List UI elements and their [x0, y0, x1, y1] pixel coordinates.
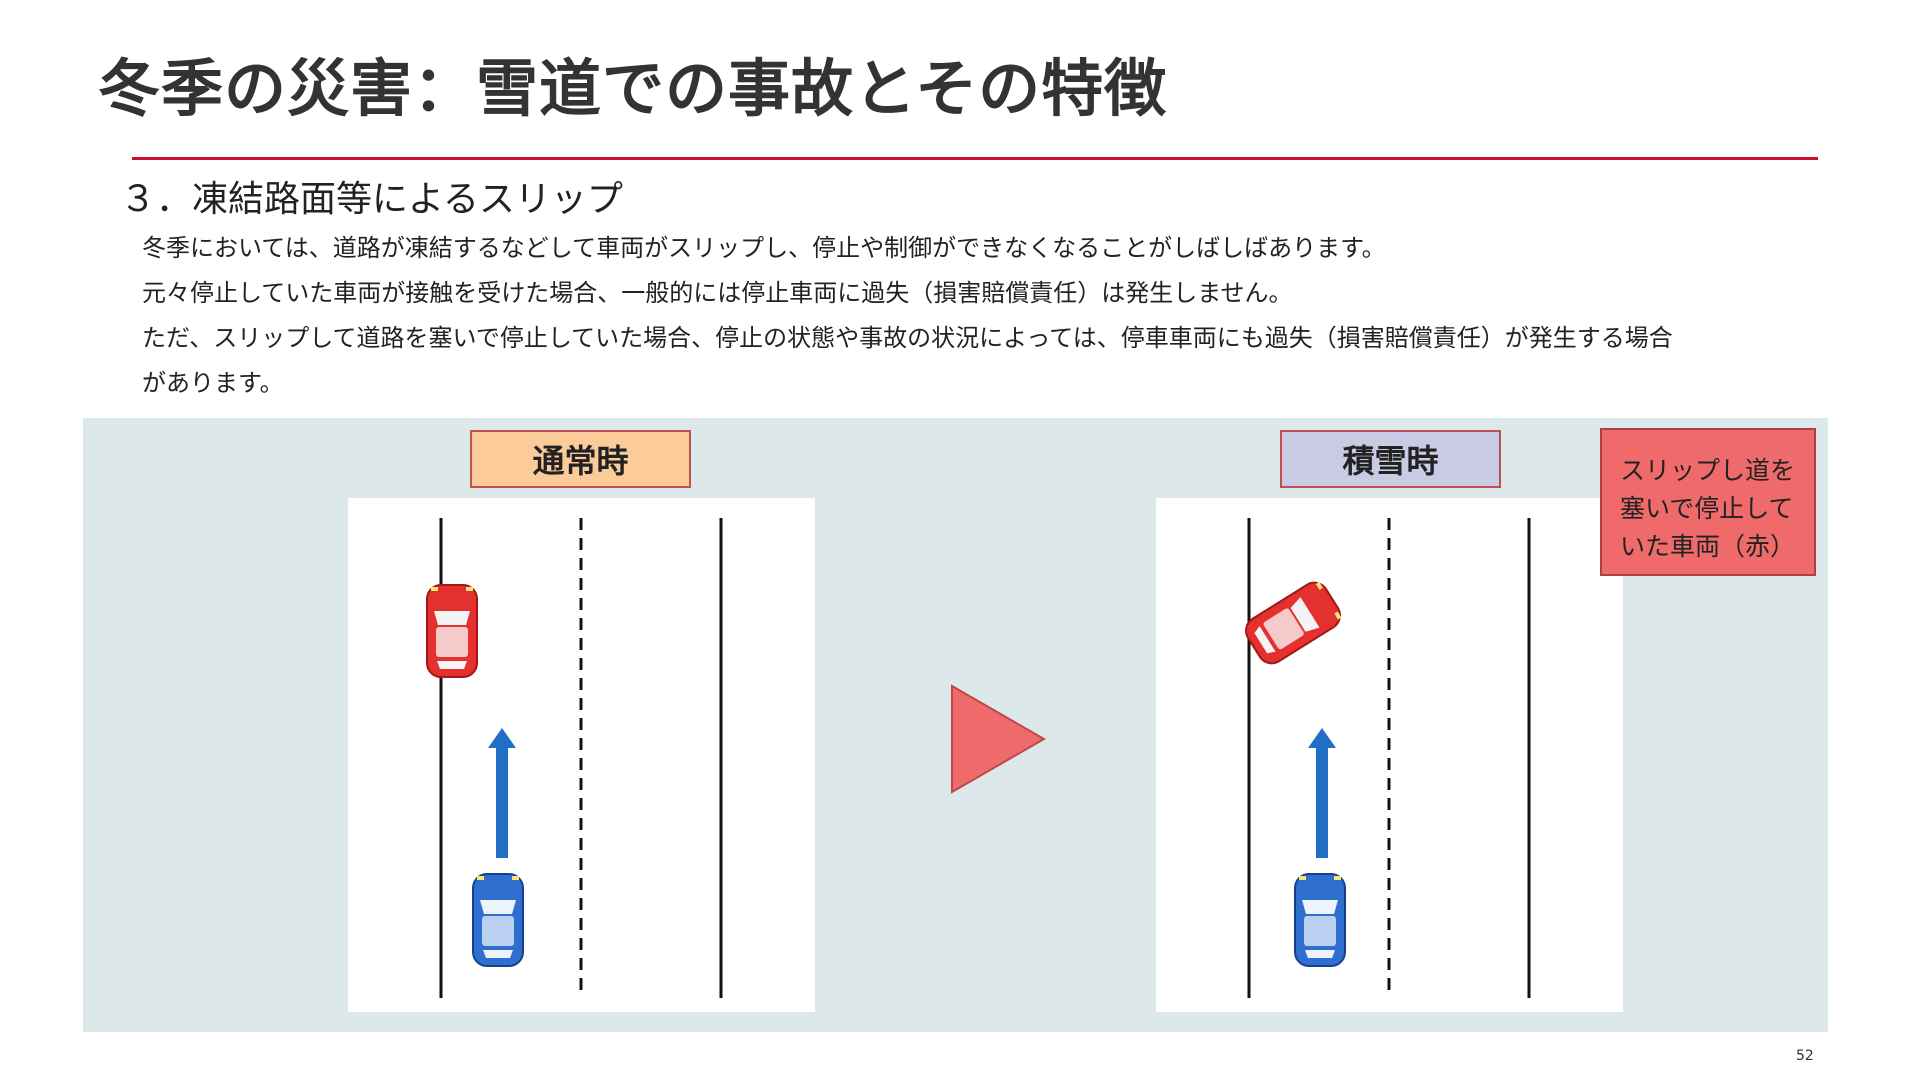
snow-condition-label: 積雪時 — [1280, 430, 1501, 488]
red-car-icon — [426, 584, 478, 678]
snow-road — [1156, 498, 1623, 1012]
page-title: 冬季の災害：雪道での事故とその特徴 — [98, 52, 1168, 125]
section-heading: ３．凍結路面等によるスリップ — [120, 179, 623, 220]
next-triangle-icon — [951, 684, 1047, 794]
up-arrow-icon — [1308, 728, 1336, 858]
up-arrow-icon — [488, 728, 516, 858]
callout-note: スリップし道を塞いで停止していた車両（赤） — [1600, 428, 1816, 576]
page-number: 52 — [1796, 1048, 1814, 1064]
normal-condition-label: 通常時 — [470, 430, 691, 488]
title-divider — [132, 157, 1818, 160]
body-line-4: があります。 — [142, 369, 284, 397]
blue-car-icon — [472, 873, 524, 967]
normal-road — [348, 498, 815, 1012]
red-car-icon — [1245, 581, 1342, 665]
body-line-2: 元々停止していた車両が接触を受けた場合、一般的には停止車両に過失（損害賠償責任）… — [142, 279, 1293, 307]
blue-car-icon — [1294, 873, 1346, 967]
body-text: 冬季においては、道路が凍結するなどして車両がスリップし、停止や制御ができなくなる… — [142, 226, 1822, 406]
body-line-3: ただ、スリップして道路を塞いで停止していた場合、停止の状態や事故の状況によっては… — [142, 324, 1673, 352]
body-line-1: 冬季においては、道路が凍結するなどして車両がスリップし、停止や制御ができなくなる… — [142, 234, 1386, 262]
